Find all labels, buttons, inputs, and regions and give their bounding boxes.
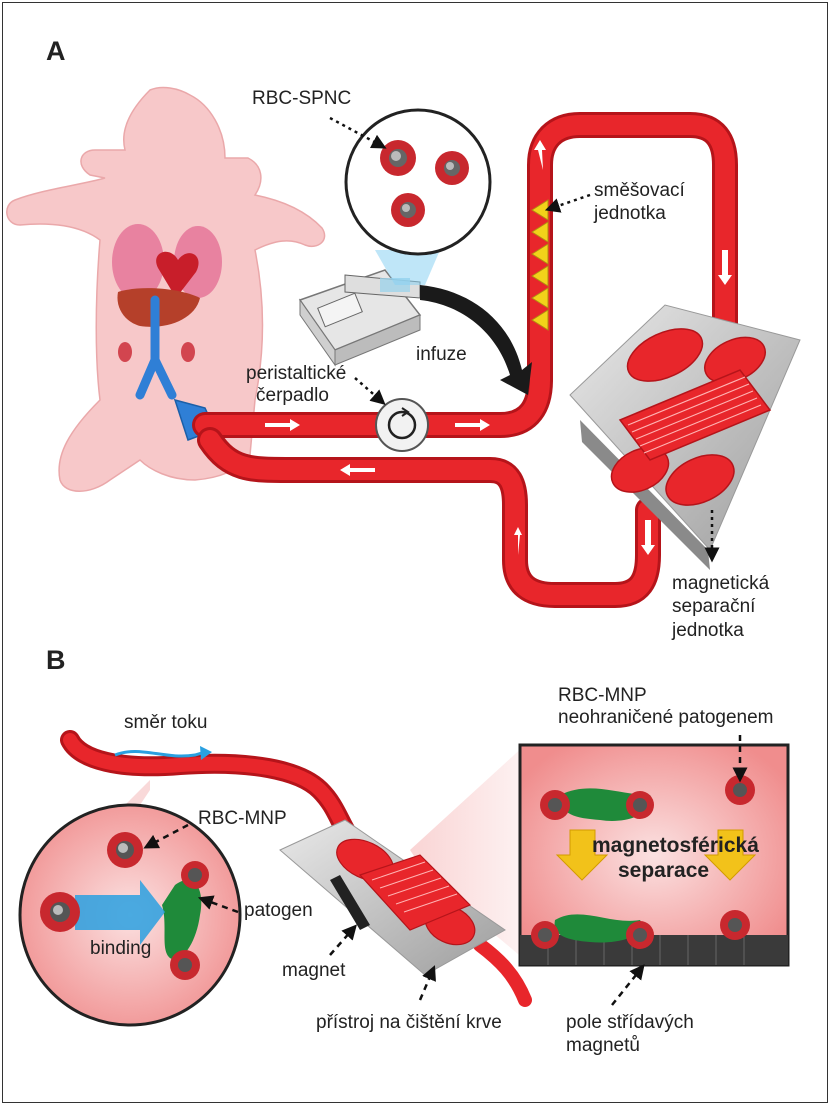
rbc-mnp-particle <box>540 790 570 820</box>
rbc-spnc-particle <box>391 193 425 227</box>
separation-unit-label-1: magnetická <box>672 573 770 594</box>
rbc-mnp-unbound-label-2: neohraničené patogenem <box>558 707 774 728</box>
panel-a-letter: A <box>46 36 66 66</box>
zoom-beam-a <box>375 250 440 285</box>
binding-arrow <box>75 880 165 945</box>
rbc-mnp-particle <box>170 950 200 980</box>
binding-label: binding <box>90 938 152 959</box>
flow-direction-arrow <box>114 746 212 760</box>
rbc-mnp-label: RBC-MNP <box>198 808 287 829</box>
vein-icon <box>135 295 177 400</box>
rbc-mnp-unbound-label-1: RBC-MNP <box>558 685 647 706</box>
device-label: přístroj na čištění krve <box>316 1012 502 1033</box>
pathogen-icon <box>554 914 642 943</box>
rbc-mnp-particle <box>531 921 559 949</box>
rbc-spnc-particle <box>435 151 469 185</box>
rbc-mnp-particle <box>181 861 209 889</box>
separation-arrows <box>555 829 757 881</box>
magnetospheric-separation-label-2: separace <box>618 859 710 882</box>
rbc-spnc-zoom-circle <box>344 108 492 256</box>
infusion-label: infuze <box>416 344 467 365</box>
rbc-mnp-particle <box>107 832 143 868</box>
magnet-array-label-2: magnetů <box>566 1035 640 1056</box>
rbc-mnp-particle <box>626 921 654 949</box>
magnetospheric-separation-label-1: magnetosférická <box>592 834 759 857</box>
separation-unit-label-2: separační <box>672 596 756 617</box>
flow-arrows <box>265 140 732 555</box>
mixing-unit-label-2: jednotka <box>594 203 666 224</box>
rbc-mnp-particle <box>626 791 654 819</box>
rbc-spnc-particle <box>380 140 416 176</box>
pump-label-2: čerpadlo <box>256 385 329 406</box>
blood-vessel <box>60 730 532 1007</box>
panel-b-letter: B <box>46 645 66 675</box>
infusion-arrow <box>420 285 532 395</box>
binding-zoom-circle <box>18 803 242 1027</box>
mixing-unit-label-1: směšovací <box>594 180 685 201</box>
rbc-mnp-particle <box>720 910 750 940</box>
rbc-spnc-label: RBC-SPNC <box>252 88 352 109</box>
peristaltic-pump-icon <box>375 398 429 452</box>
rbc-mnp-particle <box>40 892 80 932</box>
magnet-label: magnet <box>282 960 346 981</box>
pump-label-1: peristaltické <box>246 363 347 384</box>
heart-icon <box>156 251 199 298</box>
pathogen-icon <box>162 879 202 960</box>
callouts-b <box>143 735 748 1006</box>
pathogen-label: patogen <box>244 900 313 921</box>
callouts-a <box>329 116 720 563</box>
rbc-mnp-particle <box>725 775 755 805</box>
magnetic-separation-unit <box>569 304 801 570</box>
blood-tubing <box>192 112 738 608</box>
separation-unit-label-3: jednotka <box>672 620 744 641</box>
kidneys-icon <box>118 342 195 362</box>
blood-cleaning-device <box>279 819 506 976</box>
syringe-pump <box>298 269 422 367</box>
magnet-array-label-1: pole střídavých <box>566 1012 694 1033</box>
flow-direction-label: směr toku <box>124 712 208 733</box>
